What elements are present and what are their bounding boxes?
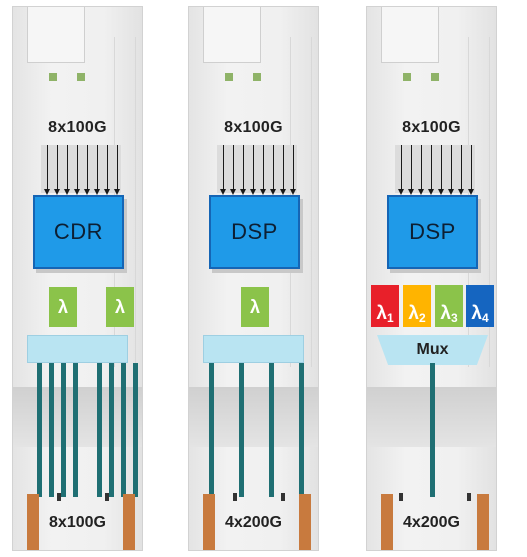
fiber-lane: [239, 363, 244, 497]
led-mark: [77, 73, 85, 81]
fiber-lane: [430, 363, 435, 497]
fiber-lane: [209, 363, 214, 497]
lambda-index: 3: [450, 311, 458, 325]
pin: [467, 493, 471, 501]
input-arrow: [74, 145, 80, 195]
input-arrow: [260, 145, 266, 195]
lambda-index: 2: [418, 311, 426, 325]
output-rate-label: 4x200G: [403, 514, 460, 531]
input-arrow: [280, 145, 286, 195]
mux-block: Mux: [377, 335, 488, 365]
module-dsp: 8x100G DSP λ 4x200G: [188, 6, 319, 551]
connector: [123, 494, 135, 550]
fiber-lane: [61, 363, 66, 497]
top-latch: [27, 7, 85, 63]
lambda-symbol: λ: [471, 303, 482, 324]
pin: [105, 493, 109, 501]
connector: [27, 494, 39, 550]
input-arrow: [94, 145, 100, 195]
top-latch: [381, 7, 439, 63]
input-lanes: [217, 145, 297, 195]
input-arrow: [250, 145, 256, 195]
pin: [57, 493, 61, 501]
fiber-lane: [133, 363, 138, 497]
top-latch: [203, 7, 261, 63]
connector: [299, 494, 311, 550]
led-mark: [403, 73, 411, 81]
input-rate-label: 8x100G: [402, 119, 461, 136]
led-mark: [253, 73, 261, 81]
cdr-chip: CDR: [33, 195, 124, 269]
led-mark: [225, 73, 233, 81]
optics-bar: [203, 335, 304, 363]
fiber-lane: [73, 363, 78, 497]
fiber-lane: [37, 363, 42, 497]
input-arrow: [408, 145, 414, 195]
fiber-lane: [121, 363, 126, 497]
input-arrow: [438, 145, 444, 195]
led-mark: [49, 73, 57, 81]
input-arrow: [428, 145, 434, 195]
lambda-index: 1: [386, 311, 394, 325]
input-arrow: [458, 145, 464, 195]
fiber-lane: [109, 363, 114, 497]
input-arrow: [240, 145, 246, 195]
output-rate-label: 4x200G: [225, 514, 282, 531]
led-mark: [431, 73, 439, 81]
input-rate-label: 8x100G: [224, 119, 283, 136]
dsp-chip: DSP: [209, 195, 300, 269]
module-cdr: 8x100G CDR λ λ 8x100G: [12, 6, 143, 551]
lambda-laser: λ: [49, 287, 77, 327]
input-arrow: [114, 145, 120, 195]
connector: [381, 494, 393, 550]
lambda-symbol: λ: [440, 303, 451, 324]
pin: [233, 493, 237, 501]
input-arrow: [418, 145, 424, 195]
input-arrow: [230, 145, 236, 195]
input-arrow: [290, 145, 296, 195]
input-rate-label: 8x100G: [48, 119, 107, 136]
input-arrow: [54, 145, 60, 195]
pin: [399, 493, 403, 501]
lambda-index: 4: [481, 311, 489, 325]
input-arrow: [270, 145, 276, 195]
input-arrow: [448, 145, 454, 195]
lambda-symbol: λ: [408, 303, 419, 324]
optics-bar: [27, 335, 128, 363]
connector: [203, 494, 215, 550]
lambda-symbol: λ: [376, 303, 387, 324]
dsp-chip: DSP: [387, 195, 478, 269]
input-arrow: [398, 145, 404, 195]
lambda-laser: λ: [241, 287, 269, 327]
input-lanes: [395, 145, 475, 195]
input-lanes: [41, 145, 121, 195]
output-rate-label: 8x100G: [49, 514, 106, 531]
fiber-lane: [299, 363, 304, 497]
fiber-lane: [97, 363, 102, 497]
pin: [281, 493, 285, 501]
lambda-laser: λ: [106, 287, 134, 327]
input-arrow: [220, 145, 226, 195]
input-arrow: [104, 145, 110, 195]
fiber-lane: [269, 363, 274, 497]
input-arrow: [44, 145, 50, 195]
input-arrow: [84, 145, 90, 195]
input-arrow: [468, 145, 474, 195]
fiber-lane: [49, 363, 54, 497]
input-arrow: [64, 145, 70, 195]
connector: [477, 494, 489, 550]
